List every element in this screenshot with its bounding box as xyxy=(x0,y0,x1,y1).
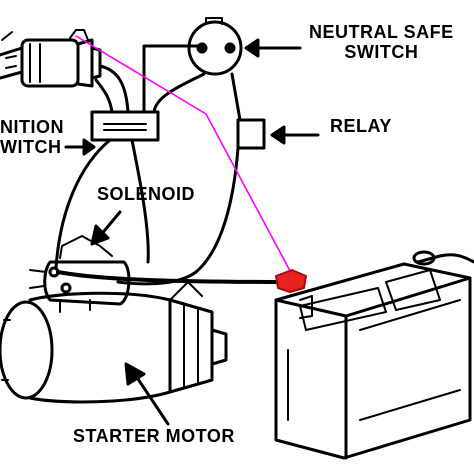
wire-key-to-switch xyxy=(98,64,130,114)
ignition-switch-box xyxy=(90,110,160,142)
relay-label: RELAY xyxy=(330,116,392,136)
ignition-switch-label: NITION WITCH xyxy=(0,117,64,157)
starter-motor-arrow-icon xyxy=(124,362,170,426)
wire-switch-to-solenoid-b xyxy=(130,138,150,264)
neutral-safety-switch-label-line2: SWITCH xyxy=(344,42,419,62)
ignition-switch-arrow-icon xyxy=(64,138,96,156)
neutral-safety-switch-icon xyxy=(187,17,243,76)
solenoid-arrow-icon xyxy=(90,210,122,246)
battery-terminal-icon xyxy=(275,269,307,293)
wire-switch-to-neutral-b xyxy=(152,72,206,114)
neutral-safety-switch-label-line1: NEUTRAL SAFE xyxy=(309,22,454,42)
starter-motor-body xyxy=(0,281,228,404)
solenoid-body xyxy=(29,235,131,306)
starter-motor-label: STARTER MOTOR xyxy=(73,426,235,446)
relay-box xyxy=(236,118,266,150)
solenoid-label: SOLENOID xyxy=(97,184,196,204)
ignition-switch-label-line2: WITCH xyxy=(0,137,62,157)
wire-key-to-switch-b xyxy=(94,78,114,114)
battery-icon xyxy=(274,250,474,460)
neutral-switch-arrow-icon xyxy=(244,38,302,58)
neutral-safety-switch-label: NEUTRAL SAFE SWITCH xyxy=(309,22,454,62)
ignition-key-icon xyxy=(0,29,102,88)
highlight-wire xyxy=(75,35,297,283)
relay-arrow-icon xyxy=(270,125,320,145)
wire-switch-to-neutral xyxy=(142,44,202,114)
wire-neutral-to-solenoid xyxy=(116,72,242,286)
ignition-switch-label-line1: NITION xyxy=(0,117,64,137)
wire-switch-to-solenoid-a xyxy=(54,138,112,270)
battery-cable xyxy=(56,270,292,284)
